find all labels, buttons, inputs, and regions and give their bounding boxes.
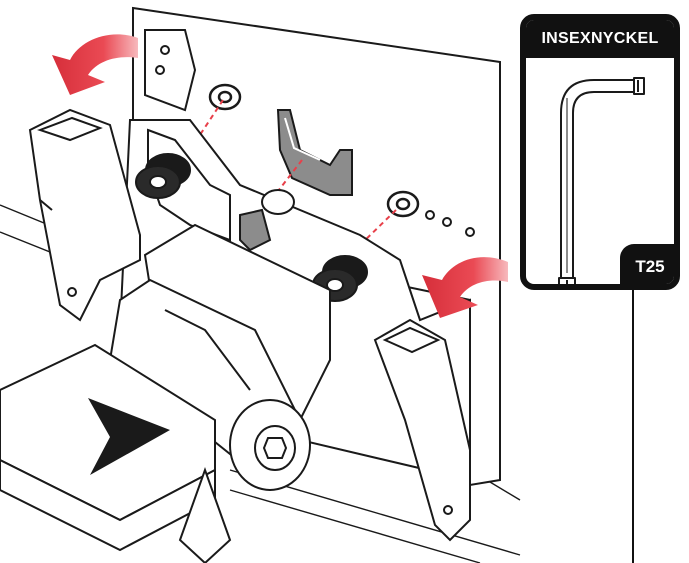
rotate-arrow-left	[52, 34, 138, 95]
tool-leader-line	[632, 290, 634, 563]
tool-name-label: INSEXNYCKEL	[526, 20, 674, 58]
tool-size-badge: T25	[620, 244, 680, 290]
tool-callout-card: INSEXNYCKEL T25	[520, 14, 680, 290]
